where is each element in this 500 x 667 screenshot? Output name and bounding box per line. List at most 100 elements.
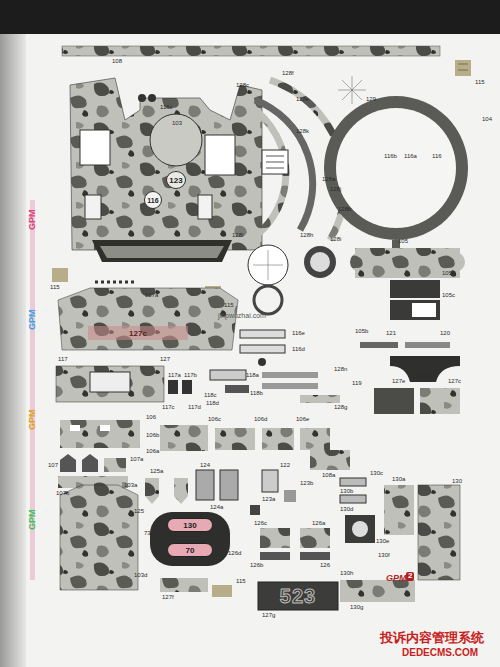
part-oval: 70 (167, 543, 213, 557)
part-number: 128g (334, 404, 347, 411)
part-number: 127 (160, 356, 170, 363)
part-number: 128j (330, 186, 341, 193)
part-number: 130e (376, 538, 389, 545)
brand-mark: GPM (28, 309, 38, 330)
part-number: 106d (254, 416, 267, 423)
part-number: 116 (147, 197, 158, 204)
part-number: 123 (169, 176, 182, 185)
part-number: 126b (250, 562, 263, 569)
brand-mark: GPM (28, 509, 38, 530)
part-number: 123a (262, 496, 275, 503)
part-number: 2 (406, 572, 414, 581)
part-number: 130c (370, 470, 383, 477)
part-number: 130g (350, 604, 363, 611)
part-number: 104 (482, 116, 492, 123)
part-number: 103 (172, 120, 182, 127)
part-number: 107b (56, 490, 69, 497)
part-number: 130h (340, 570, 353, 577)
part-number: 122 (280, 462, 290, 469)
part-number: 128i (330, 236, 341, 243)
part-number: 128b (338, 206, 351, 213)
part-number: 108a (322, 472, 335, 479)
part-number: 128a (322, 176, 335, 183)
part-number: GPM (386, 574, 407, 584)
part-number: 125a (150, 468, 163, 475)
brand-mark: GPM (28, 209, 38, 230)
part-number: 107a (130, 456, 143, 463)
part-number: 128f (282, 70, 294, 77)
part-number: 129 (366, 96, 376, 103)
part-number: 130 (452, 478, 462, 485)
part-number: 127g (262, 612, 275, 619)
part-number: 123b (300, 480, 313, 487)
part-number: 118c (204, 392, 217, 399)
part-number: 115 (236, 578, 246, 585)
part-oval: 130 (167, 518, 213, 532)
part-number: 124a (210, 504, 223, 511)
part-circle: 116 (144, 191, 162, 209)
part-number: 103a (124, 482, 137, 489)
part-number: 117c (162, 404, 175, 411)
part-number: 130d (340, 506, 353, 513)
part-number: 103d (134, 572, 147, 579)
part-number: 126a (312, 520, 325, 527)
part-number: 105b (355, 328, 368, 335)
part-number: 108 (112, 58, 122, 65)
part-number: 127d (418, 372, 431, 379)
watermark: jinpwuzhai.com (218, 312, 266, 320)
part-number: 127c (129, 329, 147, 338)
part-number: 117a (168, 372, 181, 379)
part-number: 118d (206, 400, 219, 407)
part-number: 127a (145, 292, 158, 299)
part-number: 128e (296, 96, 309, 103)
part-number: 116 (432, 153, 442, 160)
part-number: 115 (475, 79, 485, 86)
part-number: 105 (398, 238, 408, 245)
part-number: 130b (340, 488, 353, 495)
part-number: 118a (246, 372, 259, 379)
part-number: 120 (440, 330, 450, 337)
part-number: 115 (224, 302, 234, 309)
part-circle: 123 (166, 171, 186, 189)
part-number: 116b (384, 153, 397, 160)
part-number: 116c (160, 104, 173, 111)
part-number: 128n (334, 366, 347, 373)
part-number: 115 (50, 284, 60, 291)
part-number: 73 (144, 530, 151, 537)
part-number: 105c (442, 292, 455, 299)
part-number: 126d (228, 550, 241, 557)
part-number: 127c (448, 378, 461, 385)
part-number: 130a (392, 476, 405, 483)
part-number: 130 (183, 521, 196, 530)
part-number: 116a (404, 153, 417, 160)
part-number: 126c (254, 520, 267, 527)
part-number: 117d (188, 404, 201, 411)
part-number: 106e (296, 416, 309, 423)
part-number: 128k (296, 128, 309, 135)
part-number: 116d (292, 346, 305, 353)
part-number: 105d (442, 270, 455, 277)
number-plate: 523 (263, 584, 333, 609)
part-number: 119 (352, 380, 362, 387)
part-number: 107 (48, 462, 58, 469)
part-number: 117 (58, 356, 68, 363)
part-number: 128l (232, 232, 243, 239)
part-number: 126 (320, 562, 330, 569)
part-number: 130f (378, 552, 390, 559)
part-panel: 127c (123, 327, 153, 339)
part-number: 125 (134, 508, 144, 515)
part-number: 116e (292, 330, 305, 337)
part-number: 118b (250, 390, 263, 397)
part-number: 117b (184, 372, 197, 379)
brand-mark: GPM (28, 409, 38, 430)
part-number: 128c (236, 82, 249, 89)
part-number: 106 (146, 414, 156, 421)
part-number: 523 (280, 585, 316, 608)
part-number: 124 (200, 462, 210, 469)
part-number: 128h (300, 232, 313, 239)
part-number: 121 (386, 330, 396, 337)
part-number: 106c (208, 416, 221, 423)
part-number: 127f (162, 594, 174, 601)
